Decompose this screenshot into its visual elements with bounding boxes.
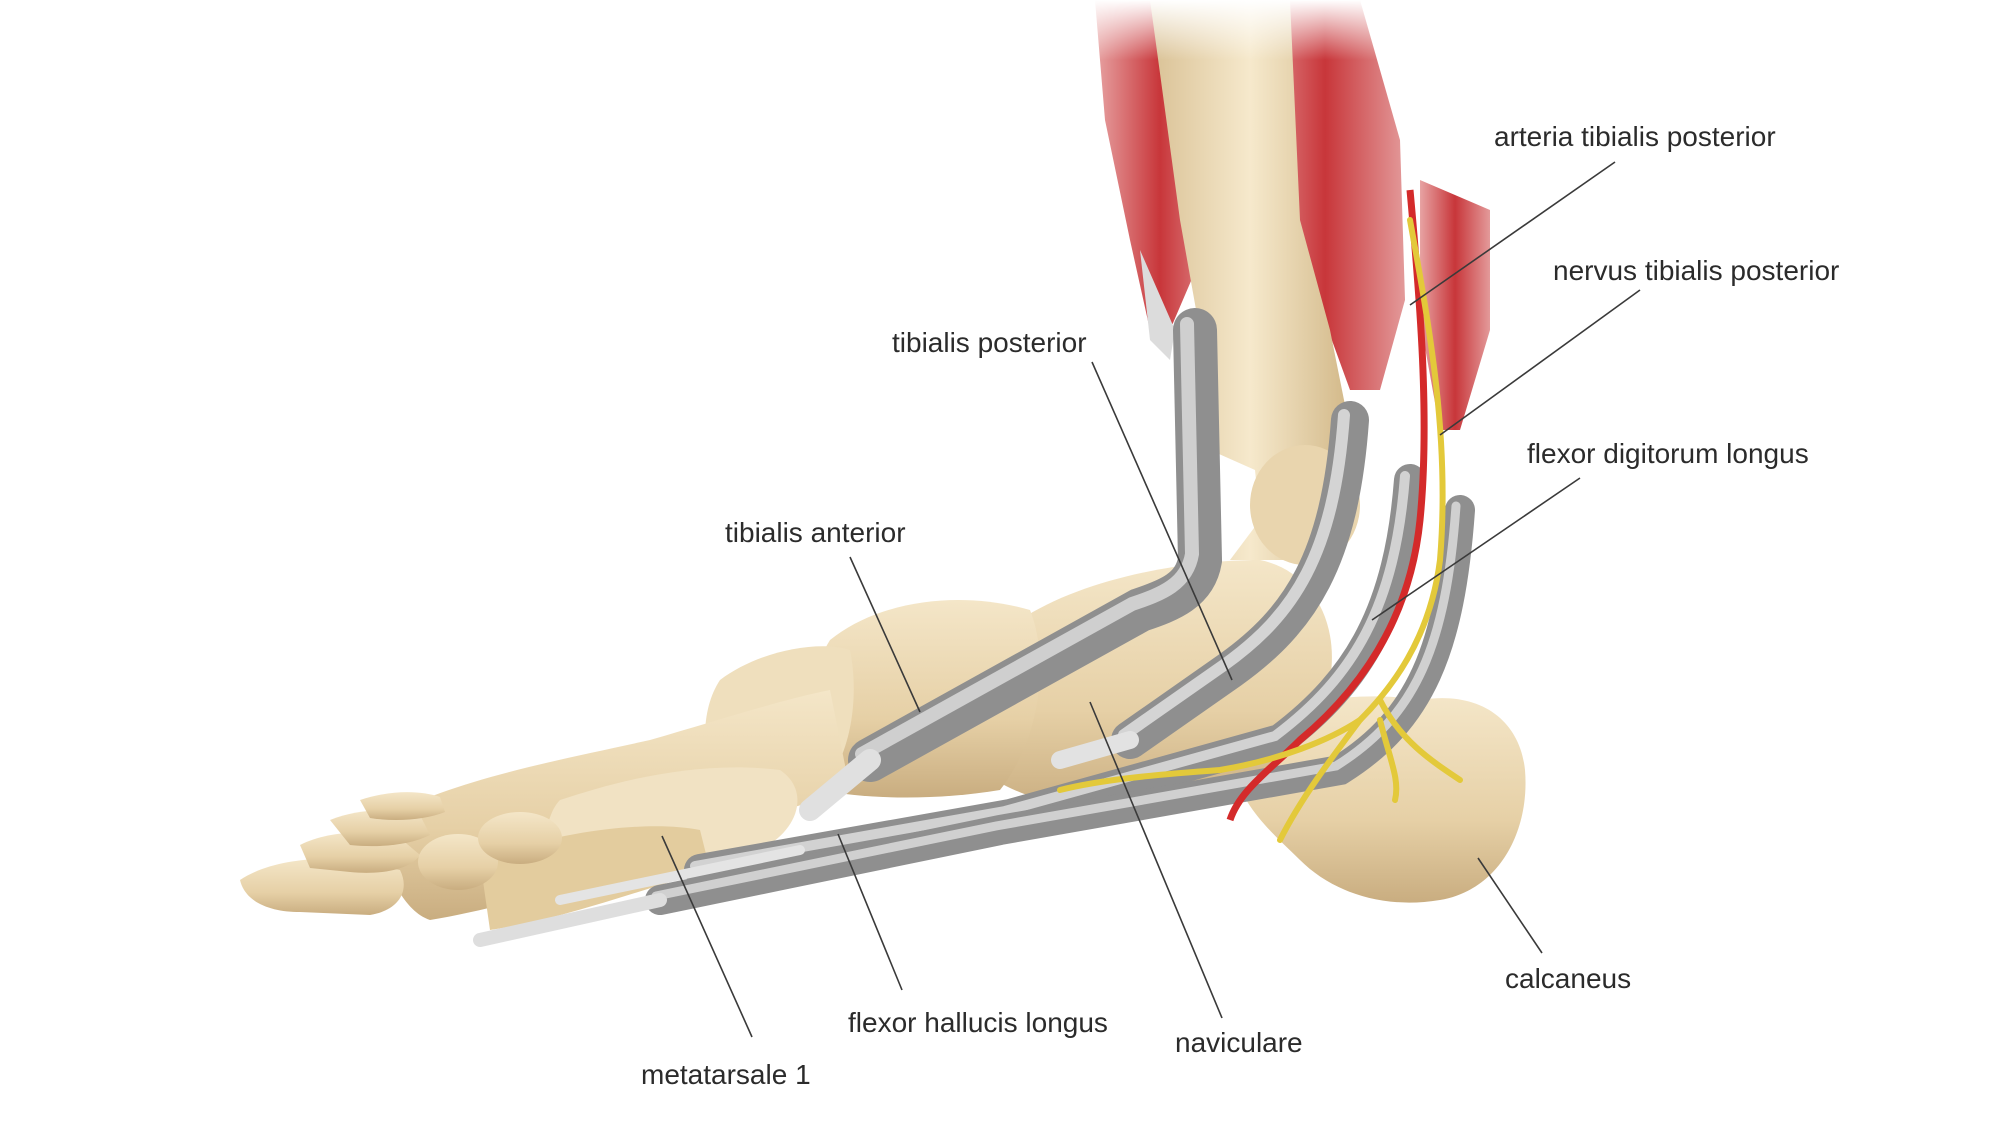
leader-lines (661, 161, 1641, 1038)
leader-flexor-digitorum-longus (1371, 477, 1581, 621)
leader-flexor-hallucis-longus (837, 833, 903, 991)
leader-tibialis-posterior (1091, 361, 1233, 681)
leader-metatarsale-1 (661, 835, 753, 1038)
label-naviculare: naviculare (1175, 1027, 1303, 1058)
label-nervus-tibialis-posterior: nervus tibialis posterior (1553, 255, 1840, 286)
label-tibialis-posterior: tibialis posterior (892, 327, 1087, 358)
label-flexor-digitorum-longus: flexor digitorum longus (1527, 438, 1809, 469)
leader-arteria-tibialis-posterior (1409, 161, 1616, 306)
label-calcaneus: calcaneus (1505, 963, 1632, 994)
leader-calcaneus (1477, 857, 1543, 954)
phalanges (240, 792, 562, 915)
label-metatarsale-1: metatarsale 1 (641, 1059, 811, 1090)
label-arteria-tibialis-posterior: arteria tibialis posterior (1494, 121, 1776, 152)
tendons (473, 308, 1475, 947)
leader-naviculare (1089, 701, 1223, 1019)
label-flexor-hallucis-longus: flexor hallucis longus (848, 1007, 1108, 1038)
nerve-fibers (1057, 217, 1463, 843)
label-tibialis-anterior: tibialis anterior (725, 517, 906, 548)
leader-nervus-tibialis-posterior (1439, 289, 1641, 436)
tibia-bone (1150, 0, 1350, 560)
leader-tibialis-anterior (849, 556, 921, 713)
artery-vessel (1226, 189, 1428, 822)
